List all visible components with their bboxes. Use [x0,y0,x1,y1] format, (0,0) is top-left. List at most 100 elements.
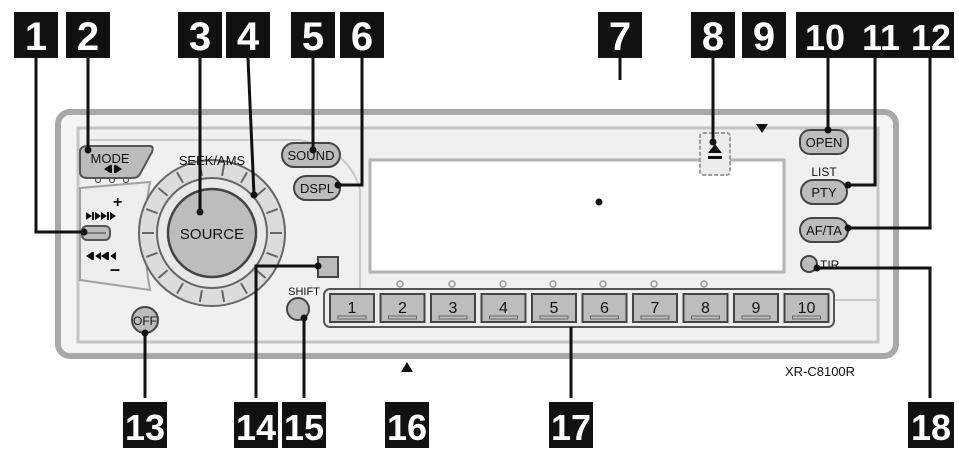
dial-tick [221,163,226,177]
off-button[interactable]: OFF [131,306,159,334]
arrow-pointer-icon [401,362,413,372]
callout-box-18 [908,402,954,448]
dial-tick [266,251,279,258]
preset-button-8[interactable]: 8 [682,293,729,323]
preset-button-7[interactable]: 7 [632,293,678,323]
callout-box-7 [598,12,642,58]
callout-number-12: 12 [911,17,951,58]
dial-tick [198,289,203,303]
dial-tick [176,171,184,184]
callout-box-17 [549,402,593,448]
callout-box-6 [340,12,384,58]
seek-forward-icon [86,212,116,220]
callout-number-14: 14 [236,407,276,448]
display-window [368,158,786,274]
preset-button-6[interactable]: 6 [581,293,628,323]
dial-tick [145,208,158,215]
callout-number-5: 5 [302,15,324,59]
callout-box-16 [385,402,429,448]
callout-number-7: 7 [609,15,631,59]
preset-button-label: 4 [499,300,508,317]
dspl-label: DSPL [300,181,334,196]
shift-label: SHIFT [288,286,320,298]
preset-button-label: 10 [798,300,816,317]
preset-button-1[interactable]: 1 [329,293,375,323]
callout-box-9 [742,12,786,58]
callout-box-2 [66,12,110,58]
callout-box-10 [796,12,854,58]
pty-label: PTY [811,185,837,200]
preset-button-label: 3 [449,300,458,317]
minus-label: – [110,259,120,279]
pty-button[interactable]: PTY [800,179,848,205]
callout-box-3 [178,12,222,58]
callout-box-11 [852,12,910,58]
af-ta-button[interactable]: AF/TA [799,217,849,243]
mode-label: MODE [91,151,130,166]
leader-dots [80,126,852,337]
preset-button-label: 9 [752,300,761,317]
callout-box-4 [226,12,270,58]
callout-number-10: 10 [805,17,845,58]
callout-number-9: 9 [753,15,775,59]
open-button[interactable]: OPEN [799,129,849,155]
model-name: XR-C8100R [785,364,855,379]
arrow-pointer-icon [756,124,768,133]
preset-button-2[interactable]: 2 [379,293,426,323]
callout-box-8 [691,12,735,58]
shift-button[interactable] [286,297,310,321]
preset-button-10[interactable]: 10 [783,293,830,323]
dspl-button[interactable]: DSPL [293,175,341,201]
dial-tick [240,171,248,184]
preset-button-5[interactable]: 5 [531,293,577,323]
seek-rocker[interactable]: + – [79,180,152,292]
preset-button-3[interactable]: 3 [430,293,476,323]
af-ta-label: AF/TA [806,223,842,238]
eject-icon [708,144,722,159]
dial-tick [157,187,169,197]
callout-number-13: 13 [125,407,165,448]
off-label: OFF [133,314,157,328]
mode-button[interactable]: MODE [79,145,154,184]
preset-button-label: 8 [701,300,710,317]
dial-tick [221,289,226,303]
callout-number-8: 8 [702,15,724,59]
dial-tick [255,269,267,279]
callout-number-6: 6 [351,15,373,59]
seek-back-icon [86,252,116,260]
dial-tick [157,269,169,279]
preset-button-label: 7 [651,300,660,317]
preset-button-label: 2 [398,300,407,317]
callout-box-15 [282,402,326,448]
callout-number-11: 11 [862,17,900,58]
dial-tick [255,187,267,197]
leader-lines [34,57,932,398]
source-button[interactable]: SOURCE [166,187,258,279]
eject-button[interactable] [699,132,731,176]
dial-tick [145,251,158,258]
preset-button-label: 5 [550,300,559,317]
sound-label: SOUND [288,148,335,163]
seek-ams-label: SEEK/AMS [179,153,246,168]
plus-label: + [113,194,122,211]
callout-box-14 [234,402,278,448]
callout-box-12 [908,12,954,58]
tir-receptor: TIR [800,255,840,273]
source-label: SOURCE [180,226,244,243]
callout-box-1 [14,12,58,58]
preset-button-9[interactable]: 9 [733,293,779,323]
tir-label: TIR [820,258,840,272]
preset-indicator-dots [396,280,708,288]
callout-box-13 [123,402,167,448]
list-label: LIST [811,165,837,179]
preset-button-4[interactable]: 4 [480,293,527,323]
callout-number-18: 18 [911,407,951,448]
callout-number-17: 17 [551,407,591,448]
callout-number-3: 3 [189,15,211,59]
callout-number-4: 4 [237,15,260,59]
callout-number-15: 15 [284,407,324,448]
left-right-arrows-icon [104,165,122,173]
sound-button[interactable]: SOUND [281,142,341,168]
callout-box-5 [291,12,335,58]
